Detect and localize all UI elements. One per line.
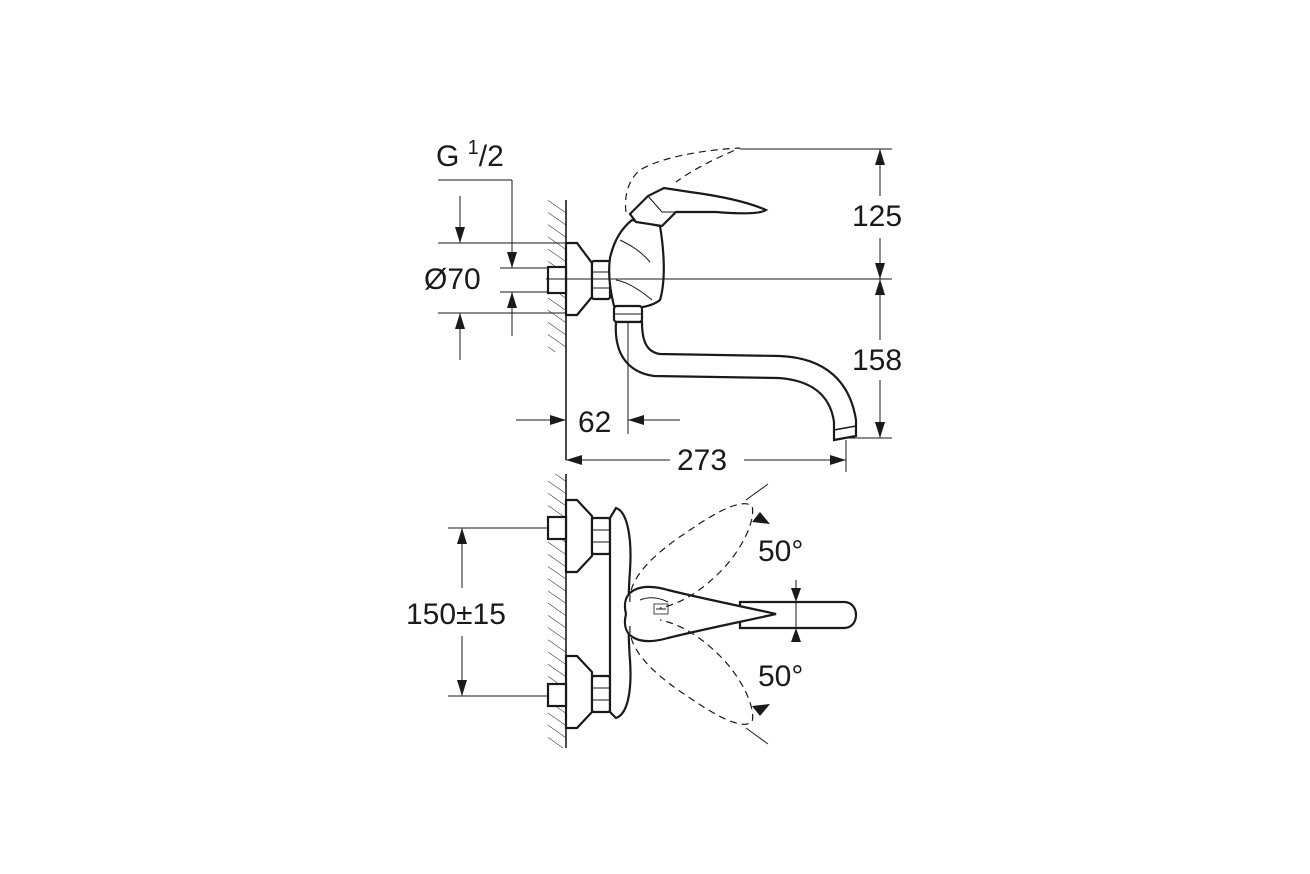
rosette-top: [564, 498, 594, 574]
hex-nut: [590, 259, 612, 301]
diameter-label: Ø70: [424, 263, 481, 296]
thread-size-label: G 1/2: [436, 137, 504, 173]
height-lower-label: 158: [852, 344, 902, 377]
angle-upper-label: 50°: [758, 535, 803, 568]
wall-offset-label: 62: [578, 406, 611, 439]
top-view: 50° 50° 150±15: [406, 474, 858, 748]
lever-top: [623, 585, 777, 643]
mixer-body: [608, 218, 665, 310]
angle-lower-label: 50°: [758, 660, 803, 693]
inlet-stub: [546, 265, 568, 295]
lever-rotated-up-outline: [629, 503, 754, 609]
brand-mark-icon: [653, 603, 669, 615]
height-upper-label: 125: [852, 200, 902, 233]
nut-top: [590, 516, 612, 556]
nut-bottom: [590, 674, 612, 714]
lever-rotated-down-outline: [629, 619, 754, 725]
lever-handle: [628, 186, 769, 228]
spacing-label: 150±15: [406, 598, 506, 631]
lever-raised-outline: [624, 147, 741, 213]
reach-label: 273: [677, 444, 727, 477]
spout-top: [738, 600, 858, 630]
spout: [614, 320, 858, 442]
side-view: G 1/2 Ø70 125 158 62: [424, 137, 902, 477]
rosette-bottom: [564, 654, 594, 730]
